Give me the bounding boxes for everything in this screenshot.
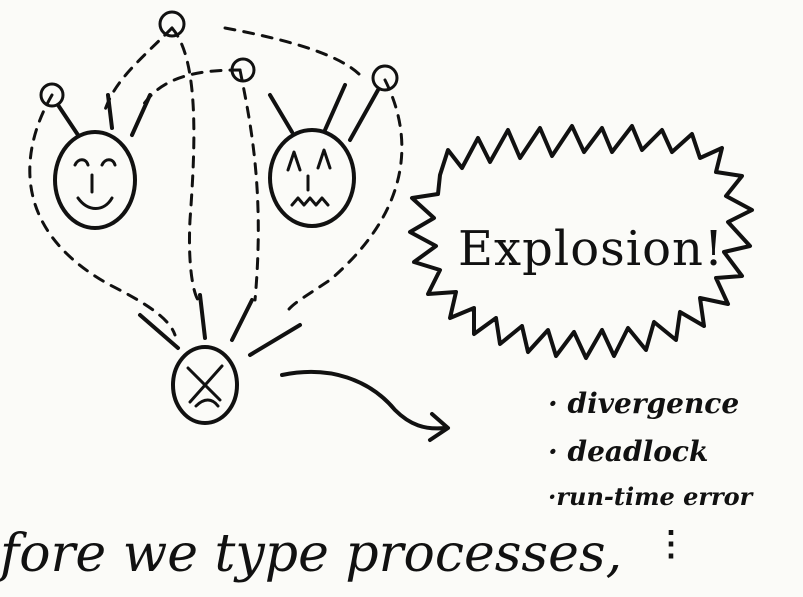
caption-text: fore we type processes, [0, 528, 622, 580]
port-circle [373, 66, 397, 90]
face-mouth [78, 198, 112, 209]
outcome-item-deadlock: · deadlock [548, 438, 708, 466]
face-eye [318, 150, 330, 168]
port-lead [350, 90, 378, 140]
outcome-item-runtime-error: ·run-time error [548, 485, 752, 509]
connection-line [140, 70, 240, 110]
face-mouth [196, 400, 218, 406]
connection-line [172, 28, 198, 300]
port-lead [200, 295, 205, 338]
process-smiling-face [55, 132, 135, 228]
explosion-label: Explosion! [458, 225, 724, 273]
port-lead [232, 300, 252, 340]
port-lead [250, 325, 300, 355]
outcome-arrow [282, 372, 445, 429]
outcome-item-divergence: · divergence [548, 390, 739, 418]
face-eye [288, 152, 300, 170]
connection-line [285, 80, 402, 315]
continuation-dots: ⋮ [654, 535, 688, 554]
face-eye [75, 160, 88, 165]
face-eye [102, 160, 115, 165]
face-mouth [292, 198, 328, 205]
port-lead [270, 95, 292, 132]
port-lead [132, 95, 150, 135]
port-lead [108, 95, 112, 128]
connection-line [240, 70, 258, 300]
port-circle [160, 12, 184, 36]
port-lead [325, 85, 345, 130]
connection-line [105, 28, 172, 110]
connection-line [225, 28, 360, 75]
process-worried-face [270, 130, 354, 226]
port-lead [58, 105, 78, 135]
